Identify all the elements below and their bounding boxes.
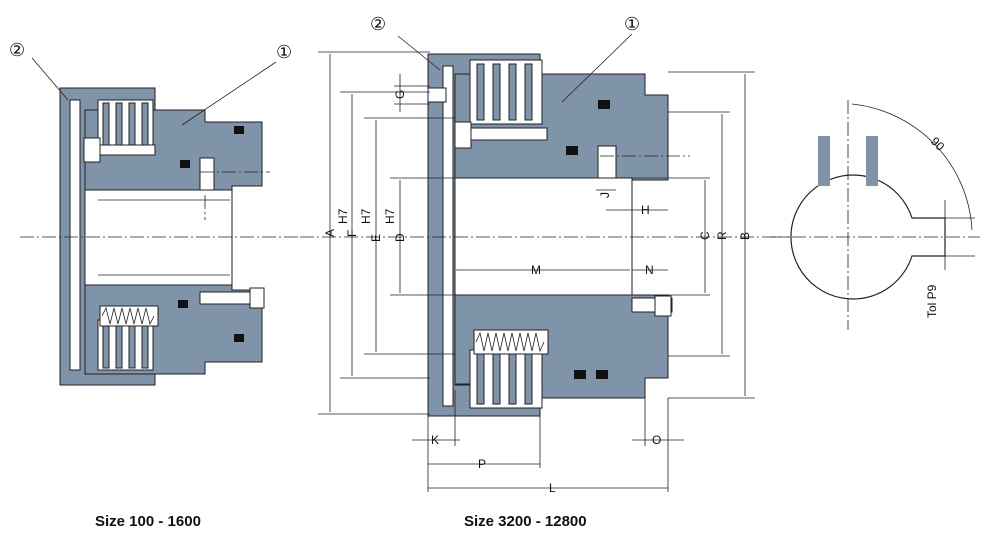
dim-C: C <box>698 231 712 240</box>
shaft-keyway-view <box>770 100 980 330</box>
dim-M: M <box>531 263 541 277</box>
dim-J: J <box>598 192 612 198</box>
dim-G: G <box>393 90 407 99</box>
dim-B: B <box>738 232 752 240</box>
dim-F-fit: H7 <box>336 208 350 224</box>
keyway-tolerance: Tol P9 <box>925 284 939 318</box>
caption-left: Size 100 - 1600 <box>95 513 201 530</box>
keyway-angle: 90 <box>928 134 948 154</box>
right-clutch-section <box>300 33 790 417</box>
left-clutch-section <box>20 57 300 386</box>
dim-D: D <box>393 233 407 242</box>
dim-K: K <box>431 433 439 447</box>
dim-O: O <box>652 433 661 447</box>
caption-right: Size 3200 - 12800 <box>464 513 587 530</box>
dim-N: N <box>645 263 654 277</box>
dim-H: H <box>641 203 650 217</box>
part-number-1-left: ① <box>276 42 292 62</box>
part-number-1-right: ① <box>624 14 640 34</box>
dim-E: E <box>369 234 383 242</box>
dim-D-fit: H7 <box>383 208 397 224</box>
dim-P: P <box>478 457 486 471</box>
dimension-lines <box>318 51 755 492</box>
dim-E-fit: H7 <box>359 208 373 224</box>
part-number-2-right: ② <box>370 14 386 34</box>
dim-F: F <box>345 230 359 237</box>
labels: ② ① ② ① A F E H7 D H7 H7 G J H M N C R B… <box>9 14 947 495</box>
part-number-2-left: ② <box>9 40 25 60</box>
dim-R: R <box>715 231 729 240</box>
dim-L: L <box>549 481 556 495</box>
dim-A: A <box>323 229 337 237</box>
